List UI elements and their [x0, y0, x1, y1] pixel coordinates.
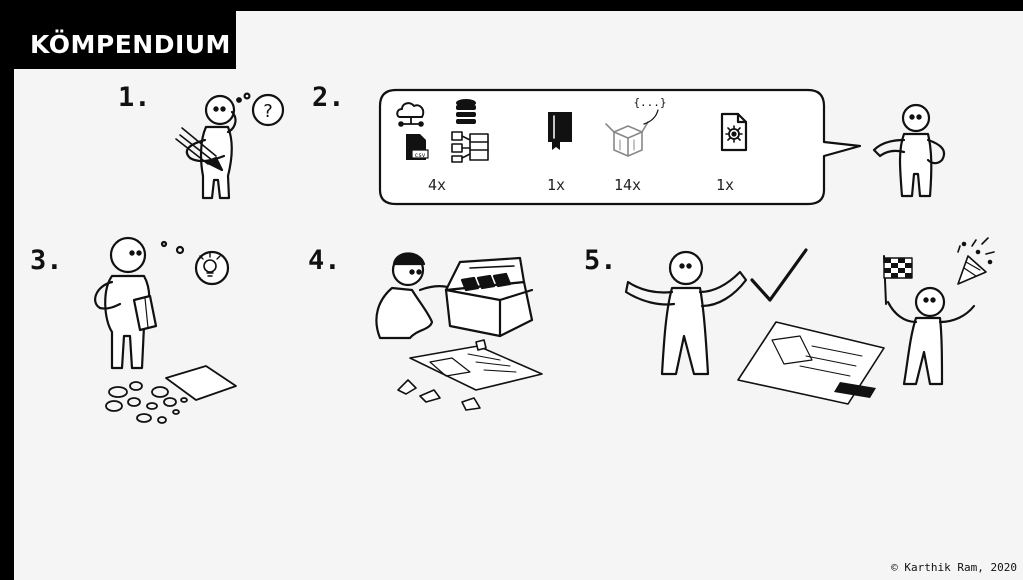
scattered-parts [106, 366, 236, 423]
svg-text:?: ? [263, 101, 273, 122]
count-json-box: 14x [614, 176, 641, 194]
count-config-file: 1x [716, 176, 734, 194]
step5-cheering-figure [626, 252, 746, 374]
step-number-3: 3. [30, 245, 63, 276]
party-popper-icon [958, 238, 994, 284]
thought-bubble-idea [162, 242, 228, 284]
step2-presenter-figure [874, 105, 944, 196]
copyright-notice: © Karthik Ram, 2020 [891, 561, 1017, 574]
checkmark-icon [752, 250, 806, 300]
thought-bubble-question: ? [237, 94, 283, 125]
count-book: 1x [547, 176, 565, 194]
step3-reading-figure [95, 238, 156, 368]
json-label: {...} [633, 96, 666, 109]
config-file-icon [722, 114, 746, 150]
checkered-flag-icon [884, 258, 912, 278]
step-number-1: 1. [118, 82, 151, 113]
step-number-2: 2. [312, 82, 345, 113]
step1-thinking-figure [176, 96, 235, 198]
instruction-sheet-step4 [398, 340, 542, 410]
toolbox-icon [446, 258, 532, 336]
instruction-sheet-step5 [738, 322, 884, 404]
csv-label: csv [415, 152, 426, 159]
step4-worker-figure [376, 254, 456, 339]
step-number-4: 4. [308, 245, 341, 276]
step-number-5: 5. [584, 245, 617, 276]
count-data-files: 4x [428, 176, 446, 194]
